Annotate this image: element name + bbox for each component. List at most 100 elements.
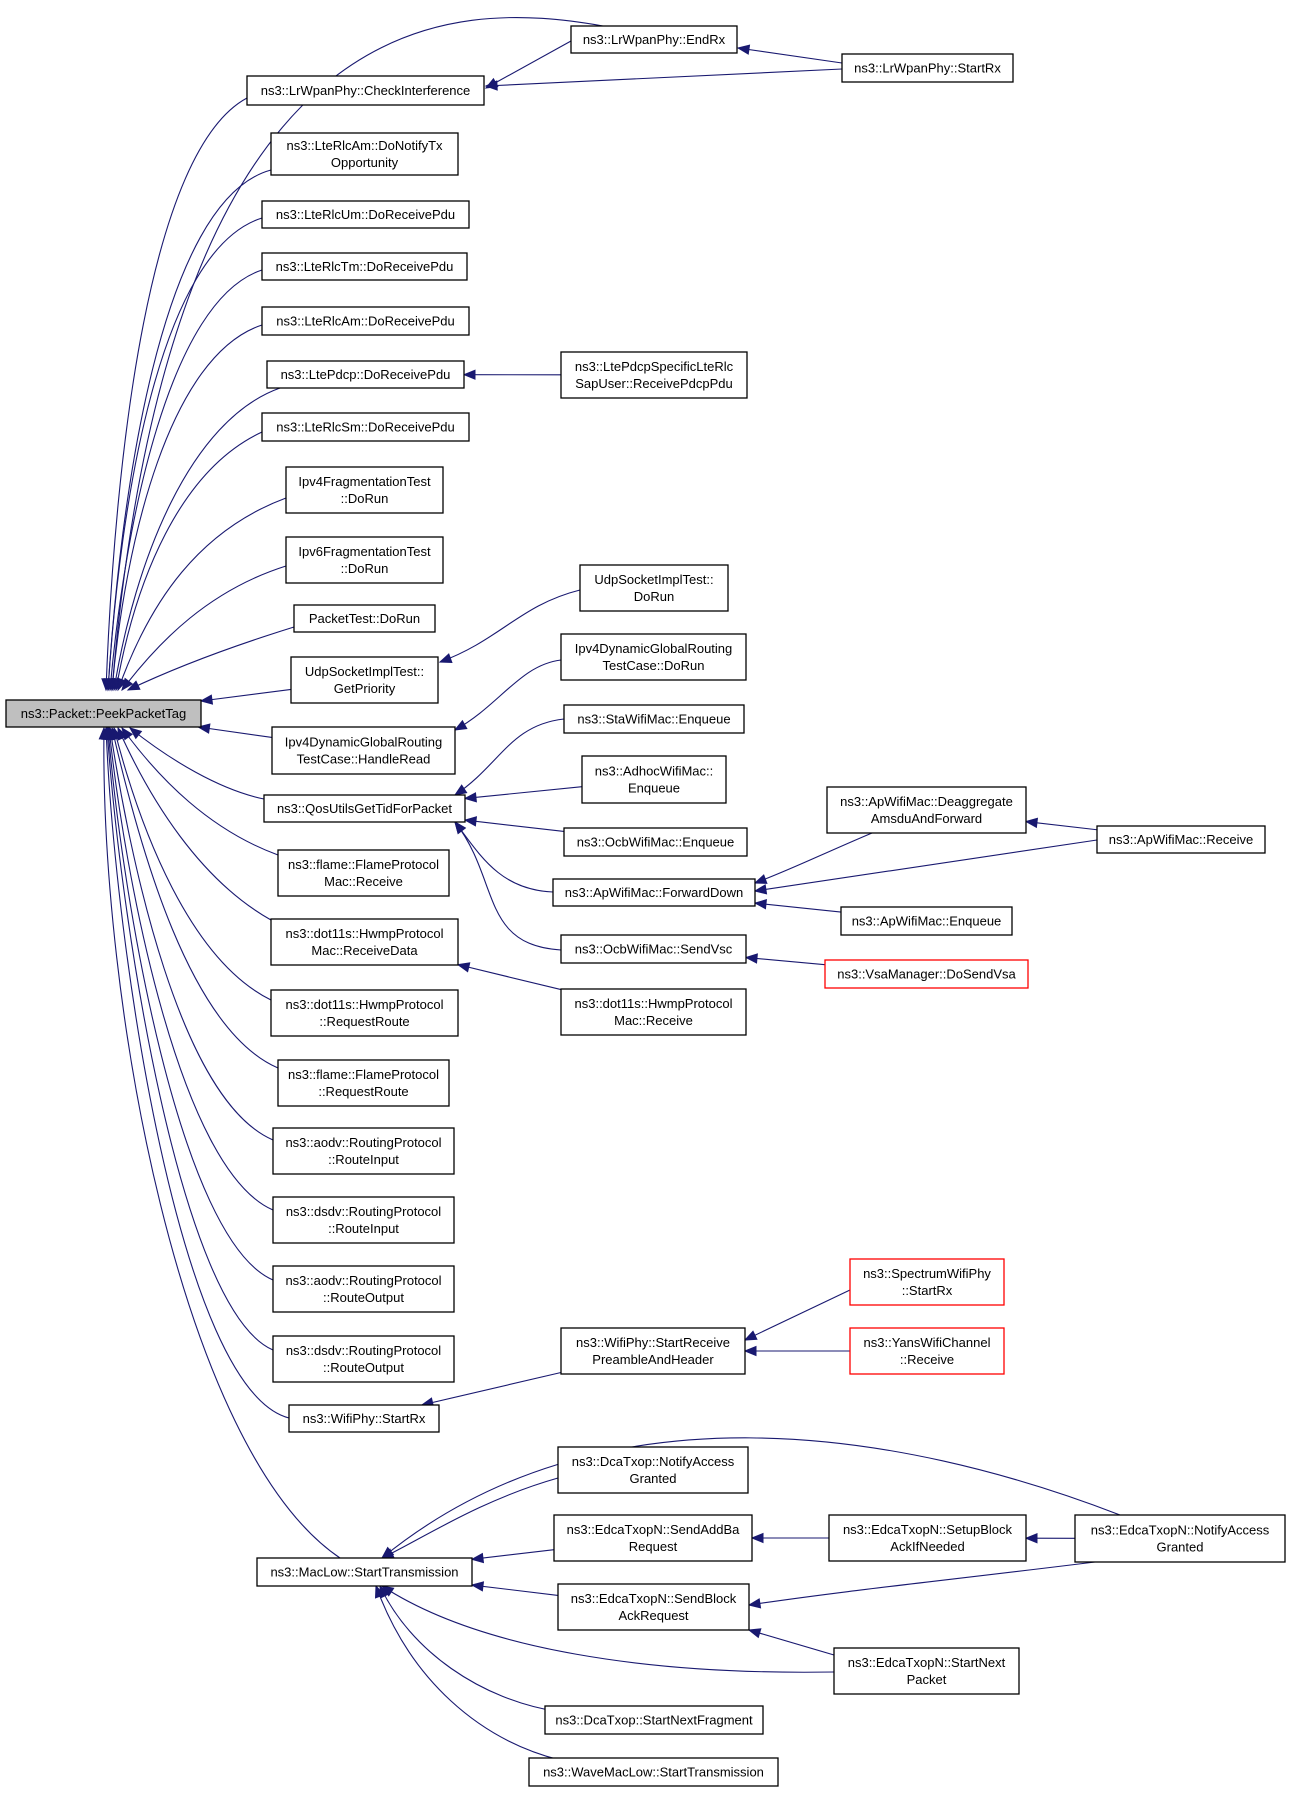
arrowhead <box>747 1628 762 1639</box>
node-label: ns3::LrWpanPhy::StartRx <box>854 61 1001 76</box>
node-ap-fwd[interactable]: ns3::ApWifiMac::ForwardDown <box>552 878 756 907</box>
call-edge <box>471 1549 555 1560</box>
call-edge <box>379 1585 561 1713</box>
node-pdcp-sap[interactable]: ns3::LtePdcpSpecificLteRlcSapUser::Recei… <box>560 351 748 399</box>
node-ipv4frag[interactable]: Ipv4FragmentationTest::DoRun <box>285 466 444 514</box>
node-ipv6frag[interactable]: Ipv6FragmentationTest::DoRun <box>285 536 444 584</box>
arrowhead <box>456 962 471 973</box>
node-ocb-enq[interactable]: ns3::OcbWifiMac::Enqueue <box>563 827 748 857</box>
call-edge <box>381 1477 559 1559</box>
node-startrx-lr[interactable]: ns3::LrWpanPhy::StartRx <box>841 53 1014 83</box>
node-label: ns3::aodv::RoutingProtocol <box>285 1273 441 1288</box>
arrowhead <box>199 694 214 705</box>
node-label: ns3::QosUtilsGetTidForPacket <box>277 801 452 816</box>
arrowhead <box>126 680 141 691</box>
call-edge <box>737 47 843 64</box>
node-aodv-out[interactable]: ns3::aodv::RoutingProtocol::RouteOutput <box>272 1265 455 1313</box>
call-edge <box>381 1585 835 1673</box>
call-edge <box>107 217 263 691</box>
node-box <box>552 878 756 907</box>
node-rlctm-rx[interactable]: ns3::LteRlcTm::DoReceivePdu <box>261 252 468 281</box>
arrowhead <box>1024 1532 1038 1544</box>
node-ap-recv[interactable]: ns3::ApWifiMac::Receive <box>1096 825 1266 854</box>
call-edge <box>115 431 263 691</box>
arrowhead <box>736 44 751 55</box>
call-edge <box>106 727 274 1351</box>
call-edge <box>108 727 274 1211</box>
node-box <box>1074 1514 1286 1563</box>
node-spectrum[interactable]: ns3::SpectrumWifiPhy::StartRx <box>849 1258 1005 1306</box>
node-pdcp-rx[interactable]: ns3::LtePdcp::DoReceivePdu <box>266 360 465 389</box>
node-label: ns3::EdcaTxopN::SendBlock <box>571 1591 737 1606</box>
node-ap-enq[interactable]: ns3::ApWifiMac::Enqueue <box>840 906 1013 936</box>
node-label: ns3::ApWifiMac::ForwardDown <box>565 885 743 900</box>
node-label: Ipv4DynamicGlobalRouting <box>285 735 443 750</box>
node-yans[interactable]: ns3::YansWifiChannel::Receive <box>849 1327 1005 1375</box>
call-edge <box>464 819 565 833</box>
node-udp-getprio[interactable]: UdpSocketImplTest::GetPriority <box>290 656 439 704</box>
node-label: ns3::dot11s::HwmpProtocol <box>286 926 444 941</box>
node-peek[interactable]: ns3::Packet::PeekPacketTag <box>5 699 202 728</box>
node-label: ns3::dot11s::HwmpProtocol <box>286 997 444 1012</box>
node-label: ns3::flame::FlameProtocol <box>288 1067 439 1082</box>
node-box <box>290 656 439 704</box>
node-qos[interactable]: ns3::QosUtilsGetTidForPacket <box>263 794 466 823</box>
node-label: ns3::YansWifiChannel <box>864 1335 991 1350</box>
node-label: Packet <box>907 1672 947 1687</box>
node-adhoc-enq[interactable]: ns3::AdhocWifiMac::Enqueue <box>581 755 727 804</box>
node-label: ns3::OcbWifiMac::Enqueue <box>577 835 735 850</box>
node-aodv-in[interactable]: ns3::aodv::RoutingProtocol::RouteInput <box>272 1127 455 1175</box>
node-dsdv-out[interactable]: ns3::dsdv::RoutingProtocol::RouteOutput <box>272 1335 455 1383</box>
node-label: ns3::dsdv::RoutingProtocol <box>286 1204 441 1219</box>
node-label: Ipv4DynamicGlobalRouting <box>575 641 733 656</box>
node-wave-maclow[interactable]: ns3::WaveMacLow::StartTransmission <box>528 1757 779 1787</box>
node-ipv4dyn-read[interactable]: Ipv4DynamicGlobalRoutingTestCase::Handle… <box>271 726 456 775</box>
node-udp-dorun[interactable]: UdpSocketImplTest::DoRun <box>579 564 729 612</box>
node-flame-route[interactable]: ns3::flame::FlameProtocol::RequestRoute <box>277 1059 450 1107</box>
call-edge <box>375 1585 561 1761</box>
node-pkttest[interactable]: PacketTest::DoRun <box>293 604 436 633</box>
node-dca-nextfrag[interactable]: ns3::DcaTxop::StartNextFragment <box>544 1705 764 1735</box>
node-sta-enq[interactable]: ns3::StaWifiMac::Enqueue <box>563 704 745 734</box>
node-box <box>5 699 202 728</box>
node-vsa[interactable]: ns3::VsaManager::DoSendVsa <box>824 959 1029 989</box>
node-dsdv-in[interactable]: ns3::dsdv::RoutingProtocol::RouteInput <box>272 1196 455 1244</box>
call-edge <box>117 497 287 691</box>
arrowhead <box>753 899 767 910</box>
call-edge <box>129 727 265 800</box>
node-ap-deagg[interactable]: ns3::ApWifiMac::DeaggregateAmsduAndForwa… <box>826 786 1027 834</box>
node-check[interactable]: ns3::LrWpanPhy::CheckInterference <box>246 75 485 106</box>
node-box <box>261 306 470 336</box>
node-box <box>261 252 468 281</box>
call-edge <box>744 1289 851 1341</box>
node-hwmp-rdata[interactable]: ns3::dot11s::HwmpProtocolMac::ReceiveDat… <box>270 918 459 966</box>
node-maclow[interactable]: ns3::MacLow::StartTransmission <box>256 1557 473 1587</box>
call-edge <box>748 1561 1096 1606</box>
node-ocb-vsc[interactable]: ns3::OcbWifiMac::SendVsc <box>560 934 747 964</box>
node-hwmp-route[interactable]: ns3::dot11s::HwmpProtocol::RequestRoute <box>270 989 459 1037</box>
node-box <box>563 827 748 857</box>
node-label: TestCase::DoRun <box>603 658 705 673</box>
node-wifiphy-startrx[interactable]: ns3::WifiPhy::StartRx <box>288 1404 440 1433</box>
call-edge <box>457 964 562 991</box>
call-edge <box>198 726 273 739</box>
arrowhead <box>463 792 477 803</box>
node-rlcsm-rx[interactable]: ns3::LteRlcSm::DoReceivePdu <box>261 412 470 442</box>
node-label: ::StartRx <box>902 1283 953 1298</box>
node-rlcum-rx[interactable]: ns3::LteRlcUm::DoReceivePdu <box>261 200 470 229</box>
node-rlcam-rx[interactable]: ns3::LteRlcAm::DoReceivePdu <box>261 306 470 336</box>
node-endrx[interactable]: ns3::LrWpanPhy::EndRx <box>570 25 738 54</box>
node-box <box>272 1196 455 1244</box>
node-wifiphy-pre[interactable]: ns3::WifiPhy::StartReceivePreambleAndHea… <box>560 1327 746 1375</box>
node-label: ns3::LtePdcp::DoReceivePdu <box>281 367 451 382</box>
